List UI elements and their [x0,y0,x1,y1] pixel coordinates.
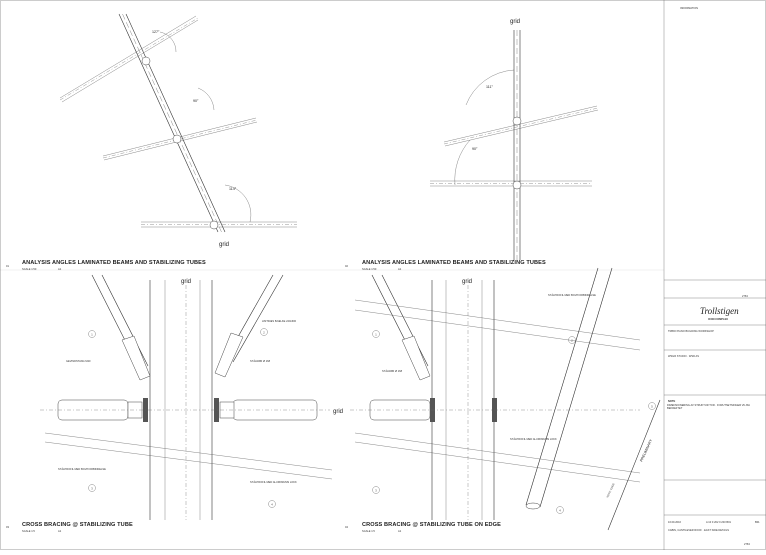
callout-bubble: 3 [88,484,96,492]
svg-text:3: 3 [91,487,93,491]
edge-note: NOTE: EDGE [605,482,615,498]
view-title: ANALYSIS ANGLES LAMINATED BEAMS AND STAB… [362,260,546,266]
svg-text:SCALE 1:50: SCALE 1:50 [22,267,37,271]
note-text: STÅLRØR Ø 168 [250,358,271,363]
view-03-title-block: 03 CROSS BRACING @ STABILIZING TUBE SCAL… [6,522,133,533]
grid-label: grid [510,19,520,25]
callout-bubble: 5 [648,402,656,410]
view-04-cross-bracing-edge: grid 1 2 3 4 5 STÅLPROFIL MED BOLTFORBIN… [350,267,661,531]
view-03-cross-bracing: grid grid 1 2 3 4 LIMTRÆS BJÆLKE 240x600… [40,274,343,520]
svg-text:4: 4 [559,509,561,513]
drawing-number: A 10 0 202 0 203 B01 [706,520,732,524]
svg-text:3: 3 [375,489,377,493]
client-logo: Trollstigen [700,306,739,316]
project-number: 2763 [742,294,748,298]
note-text: STÅLPROFIL MED BOLTFORBINDELSE [58,466,106,471]
view-01-title-block: 01 ANALYSIS ANGLES LAMINATED BEAMS AND S… [6,260,206,271]
svg-text:A1: A1 [398,529,402,533]
svg-text:A1: A1 [58,529,62,533]
note-text: GEVINDSTANG M20 [66,359,91,363]
note-text: STÅLPROFIL MED ALUMINIUMS LOKK [250,479,297,484]
angle-label: 114° [229,187,237,191]
view-title: CROSS BRACING @ STABILIZING TUBE ON EDGE [362,522,501,528]
svg-text:4: 4 [271,503,273,507]
svg-text:SCALE 1:50: SCALE 1:50 [362,267,377,271]
view-title: ANALYSIS ANGLES LAMINATED BEAMS AND STAB… [22,260,206,266]
angle-label: 90° [472,147,478,151]
note-heading: NOTE [668,399,675,403]
svg-text:02: 02 [345,264,348,268]
revision: B01 [755,520,760,524]
note-body: DIMENSIONERING AV STRUKTUR TOR · FORUTSE… [667,404,751,411]
svg-text:5: 5 [651,405,653,409]
engineer-name: WSGR STUDIO · WSD AS [668,354,699,358]
svg-text:2: 2 [571,339,573,343]
svg-text:SCALE 1:5: SCALE 1:5 [362,529,375,533]
note-text: STÅLPROFIL MED ALUMINIUMS LOKK [510,436,557,441]
note-text: STÅLPROFIL MED BOLTFORBINDELSE [548,292,596,297]
callout-bubble: 3 [372,486,380,494]
note-text: STÅLRØR Ø 168 [382,368,403,373]
svg-text:A1: A1 [398,267,402,271]
angle-label: 111° [486,85,493,89]
title-block-header: INFORMATION [680,6,698,10]
title-block: INFORMATION 2763 Trollstigen ICON COMPLE… [664,6,766,546]
callout-bubble: 2 [568,336,576,344]
note-text: LIMTRÆS BJÆLKE 240x600 [262,319,297,323]
svg-text:SCALE 1:5: SCALE 1:5 [22,529,35,533]
svg-text:03: 03 [6,525,9,529]
svg-text:1: 1 [375,333,377,337]
view-02-title-block: 02 ANALYSIS ANGLES LAMINATED BEAMS AND S… [345,260,546,271]
grid-label: grid [219,242,229,248]
svg-text:04: 04 [345,525,348,529]
angle-label: 127° [152,30,160,34]
angle-label: 90° [193,99,199,103]
callout-bubble: 1 [88,330,96,338]
callout-bubble: 4 [268,500,276,508]
preliminary-stamp: PRELIMINARY [639,438,653,462]
callout-bubble: 4 [556,506,564,514]
callout-bubble: 1 [372,330,380,338]
grid-label: grid [333,409,343,415]
view-04-title-block: 04 CROSS BRACING @ STABILIZING TUBE ON E… [345,522,501,533]
architect-name: TRIBO PIANO BUILDING WORKSHOP [668,329,714,333]
view-02-analysis-angles: 111° 90° grid [430,19,599,260]
drawing-title: CABIN, CANTILEVER ROOF · EAST SIDE DETAI… [668,528,729,532]
svg-text:2: 2 [263,331,265,335]
svg-text:1: 1 [91,333,93,337]
callout-bubble: 2 [260,328,268,336]
view-01-analysis-angles: 127° 90° 114° grid [59,13,297,248]
svg-text:A1: A1 [58,267,62,271]
grid-label: grid [462,279,472,285]
client-subtitle: ICON COMPLEX [708,317,728,321]
svg-text:01: 01 [6,264,9,268]
grid-label: grid [181,279,191,285]
view-title: CROSS BRACING @ STABILIZING TUBE [22,522,133,528]
bottom-project-number: 2763 [744,542,750,546]
drawing-date: 16.09.2016 [668,520,682,524]
